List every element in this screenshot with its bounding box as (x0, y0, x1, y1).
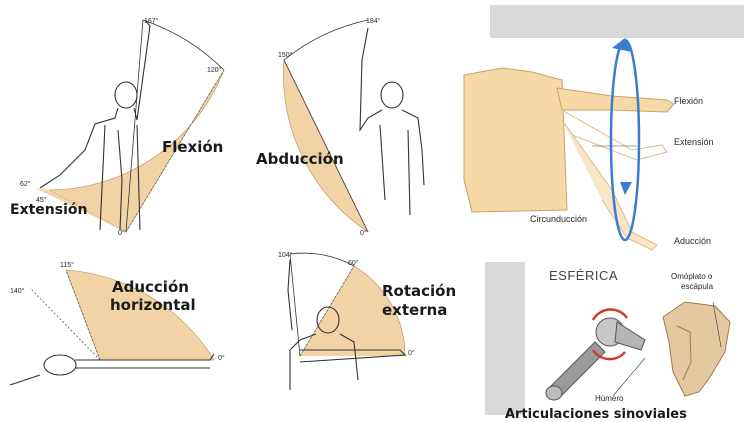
aduccion-horizontal-label-1: Aducción (112, 280, 189, 296)
angle-label: 0° (360, 230, 367, 237)
angle-label: 104° (278, 252, 292, 259)
angle-label: 115° (60, 262, 74, 269)
extension-label: Extensión (10, 203, 87, 218)
angle-label: 167° (144, 18, 158, 25)
esferica-panel: ESFÉRICA Omóplato o escápula Húmero Arti… (485, 262, 744, 415)
abduccion-label: Abducción (256, 152, 344, 168)
rotacion-externa-figure (250, 250, 475, 415)
circunduccion-label: Circunducción (530, 214, 587, 224)
aduccion-horizontal-panel: 115° 140° 0° Aducción horizontal (0, 250, 250, 415)
omoplato-label-1: Omóplato o (671, 272, 712, 281)
angle-label: 150° (278, 52, 292, 59)
rotacion-label-1: Rotación (382, 284, 456, 300)
abduccion-panel: 184° 150° 0° Abducción (250, 0, 475, 240)
circunduccion-figure (462, 0, 744, 262)
circ-aduccion-label: Aducción (674, 236, 711, 246)
omoplato-label-2: escápula (681, 282, 713, 291)
rotacion-label-2: externa (382, 303, 447, 319)
circ-extension-label: Extensión (674, 137, 714, 147)
angle-label: 0° (218, 355, 225, 362)
flexion-extension-panel: 167° 120° 62° 45° 0° Flexión Extensión (0, 0, 250, 240)
circ-flexion-label: Flexión (674, 96, 703, 106)
aduccion-horizontal-figure (0, 250, 250, 415)
flexion-label: Flexión (162, 140, 223, 156)
angle-label: 62° (20, 181, 31, 188)
rotacion-externa-panel: 104° 60° 0° Rotación externa (250, 250, 475, 415)
abduccion-range-figure (250, 0, 475, 240)
angle-label: 120° (207, 67, 221, 74)
circunduccion-panel: Flexión Extensión Circunducción Aducción (462, 0, 744, 262)
angle-label: 0° (118, 230, 125, 237)
angle-label: 0° (408, 350, 415, 357)
angle-label: 140° (10, 288, 24, 295)
angle-label: 184° (366, 18, 380, 25)
esferica-title: ESFÉRICA (549, 268, 618, 283)
humero-label: Húmero (595, 394, 623, 403)
angle-label: 60° (348, 260, 359, 267)
aduccion-horizontal-label-2: horizontal (110, 298, 196, 314)
